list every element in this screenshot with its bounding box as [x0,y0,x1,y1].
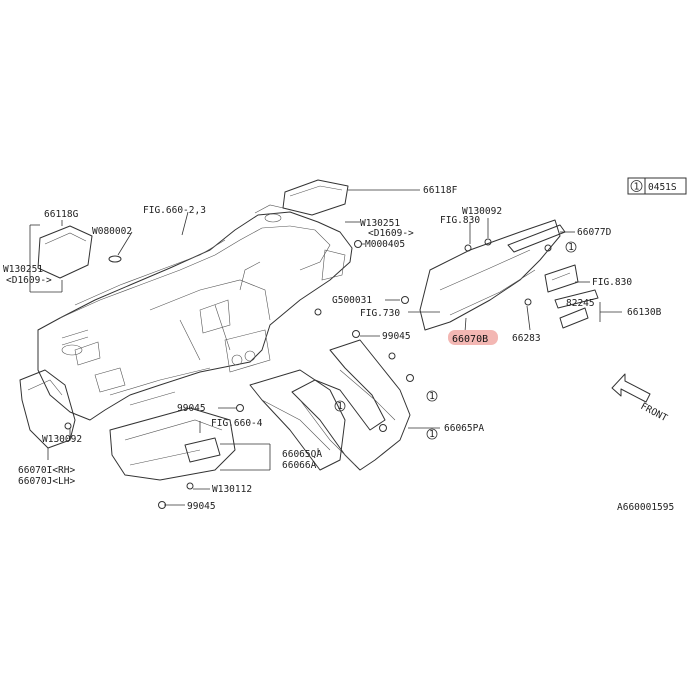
leader-lines [69,211,622,506]
label-66070I[interactable]: 66070I<RH> [18,465,75,476]
label-fig-830-right[interactable]: FIG.830 [592,277,632,288]
label-66065PA[interactable]: 66065PA [444,423,484,434]
label-W130112[interactable]: W130112 [212,484,252,495]
clip-icon [352,330,360,338]
label-D1609-right: <D1609-> [368,228,414,239]
label-W080002[interactable]: W080002 [92,226,132,237]
screw-icon [388,352,396,360]
front-direction-arrow: FRONT [611,373,670,424]
part-66065-shape [249,339,411,471]
screw-icon [406,374,414,382]
clip-icon [484,238,492,246]
part-66118F-shape [282,179,420,216]
part-66066A-shape [109,407,236,481]
label-D1609-left: <D1609-> [6,275,52,286]
label-fig-660-4[interactable]: FIG.660-4 [211,418,263,429]
label-66283[interactable]: 66283 [512,333,541,344]
ref-code: 0451S [648,182,677,193]
label-M000405[interactable]: M000405 [365,239,405,250]
clip-icon [524,298,532,306]
ref-circle-icon [630,180,643,192]
clip-icon [464,244,472,252]
label-G500031[interactable]: G500031 [332,295,372,306]
label-66077D[interactable]: 66077D [577,227,612,238]
clip-W080002 [108,255,122,263]
label-66118G[interactable]: 66118G [44,209,79,220]
clip-icon [64,422,72,430]
clip-icon [544,244,552,252]
part-66070B-shape [419,219,599,331]
label-99045-lower[interactable]: 99045 [187,501,216,512]
label-66065QA[interactable]: 66065QA [282,449,322,460]
svg-text:1: 1 [429,391,435,402]
label-66118F[interactable]: 66118F [423,185,458,196]
label-99045-upper[interactable]: 99045 [382,331,411,342]
label-W130092-right[interactable]: W130092 [462,206,502,217]
instrument-panel [37,204,353,421]
svg-text:1: 1 [429,429,435,440]
drawing-id: A660001595 [617,502,674,513]
label-W130251-left[interactable]: W130251 [3,264,43,275]
screw-icon [354,240,362,248]
label-fig-730[interactable]: FIG.730 [360,308,400,319]
highlight-66070B [448,330,498,345]
callout-1-markers: 1 1 1 1 [334,241,577,440]
label-W130092-left[interactable]: W130092 [42,434,82,445]
screw-icon [401,296,409,304]
label-99045-middle[interactable]: 99045 [177,403,206,414]
part-66118G-shape [29,220,93,293]
clip-icon [236,404,244,412]
screw-icon [186,482,194,490]
svg-text:1: 1 [337,401,343,412]
label-66070B[interactable]: 66070B [452,334,488,345]
label-66130B[interactable]: 66130B [627,307,662,318]
label-66066A[interactable]: 66066A [282,460,317,471]
screw-icon [314,308,322,316]
label-fig-830-top[interactable]: FIG.830 [440,215,480,226]
svg-text:1: 1 [568,242,574,253]
front-label: FRONT [639,401,670,424]
label-fig-660-2-3[interactable]: FIG.660-2,3 [143,205,206,216]
label-82245[interactable]: 82245 [566,298,595,309]
part-66070I-shape [19,369,76,460]
label-66070J[interactable]: 66070J<LH> [18,476,75,487]
label-W130251-right[interactable]: W130251 [360,218,400,229]
screw-icon [379,424,387,432]
reference-box: 1 0451S [627,177,687,195]
ref-index: 1 [634,182,640,193]
